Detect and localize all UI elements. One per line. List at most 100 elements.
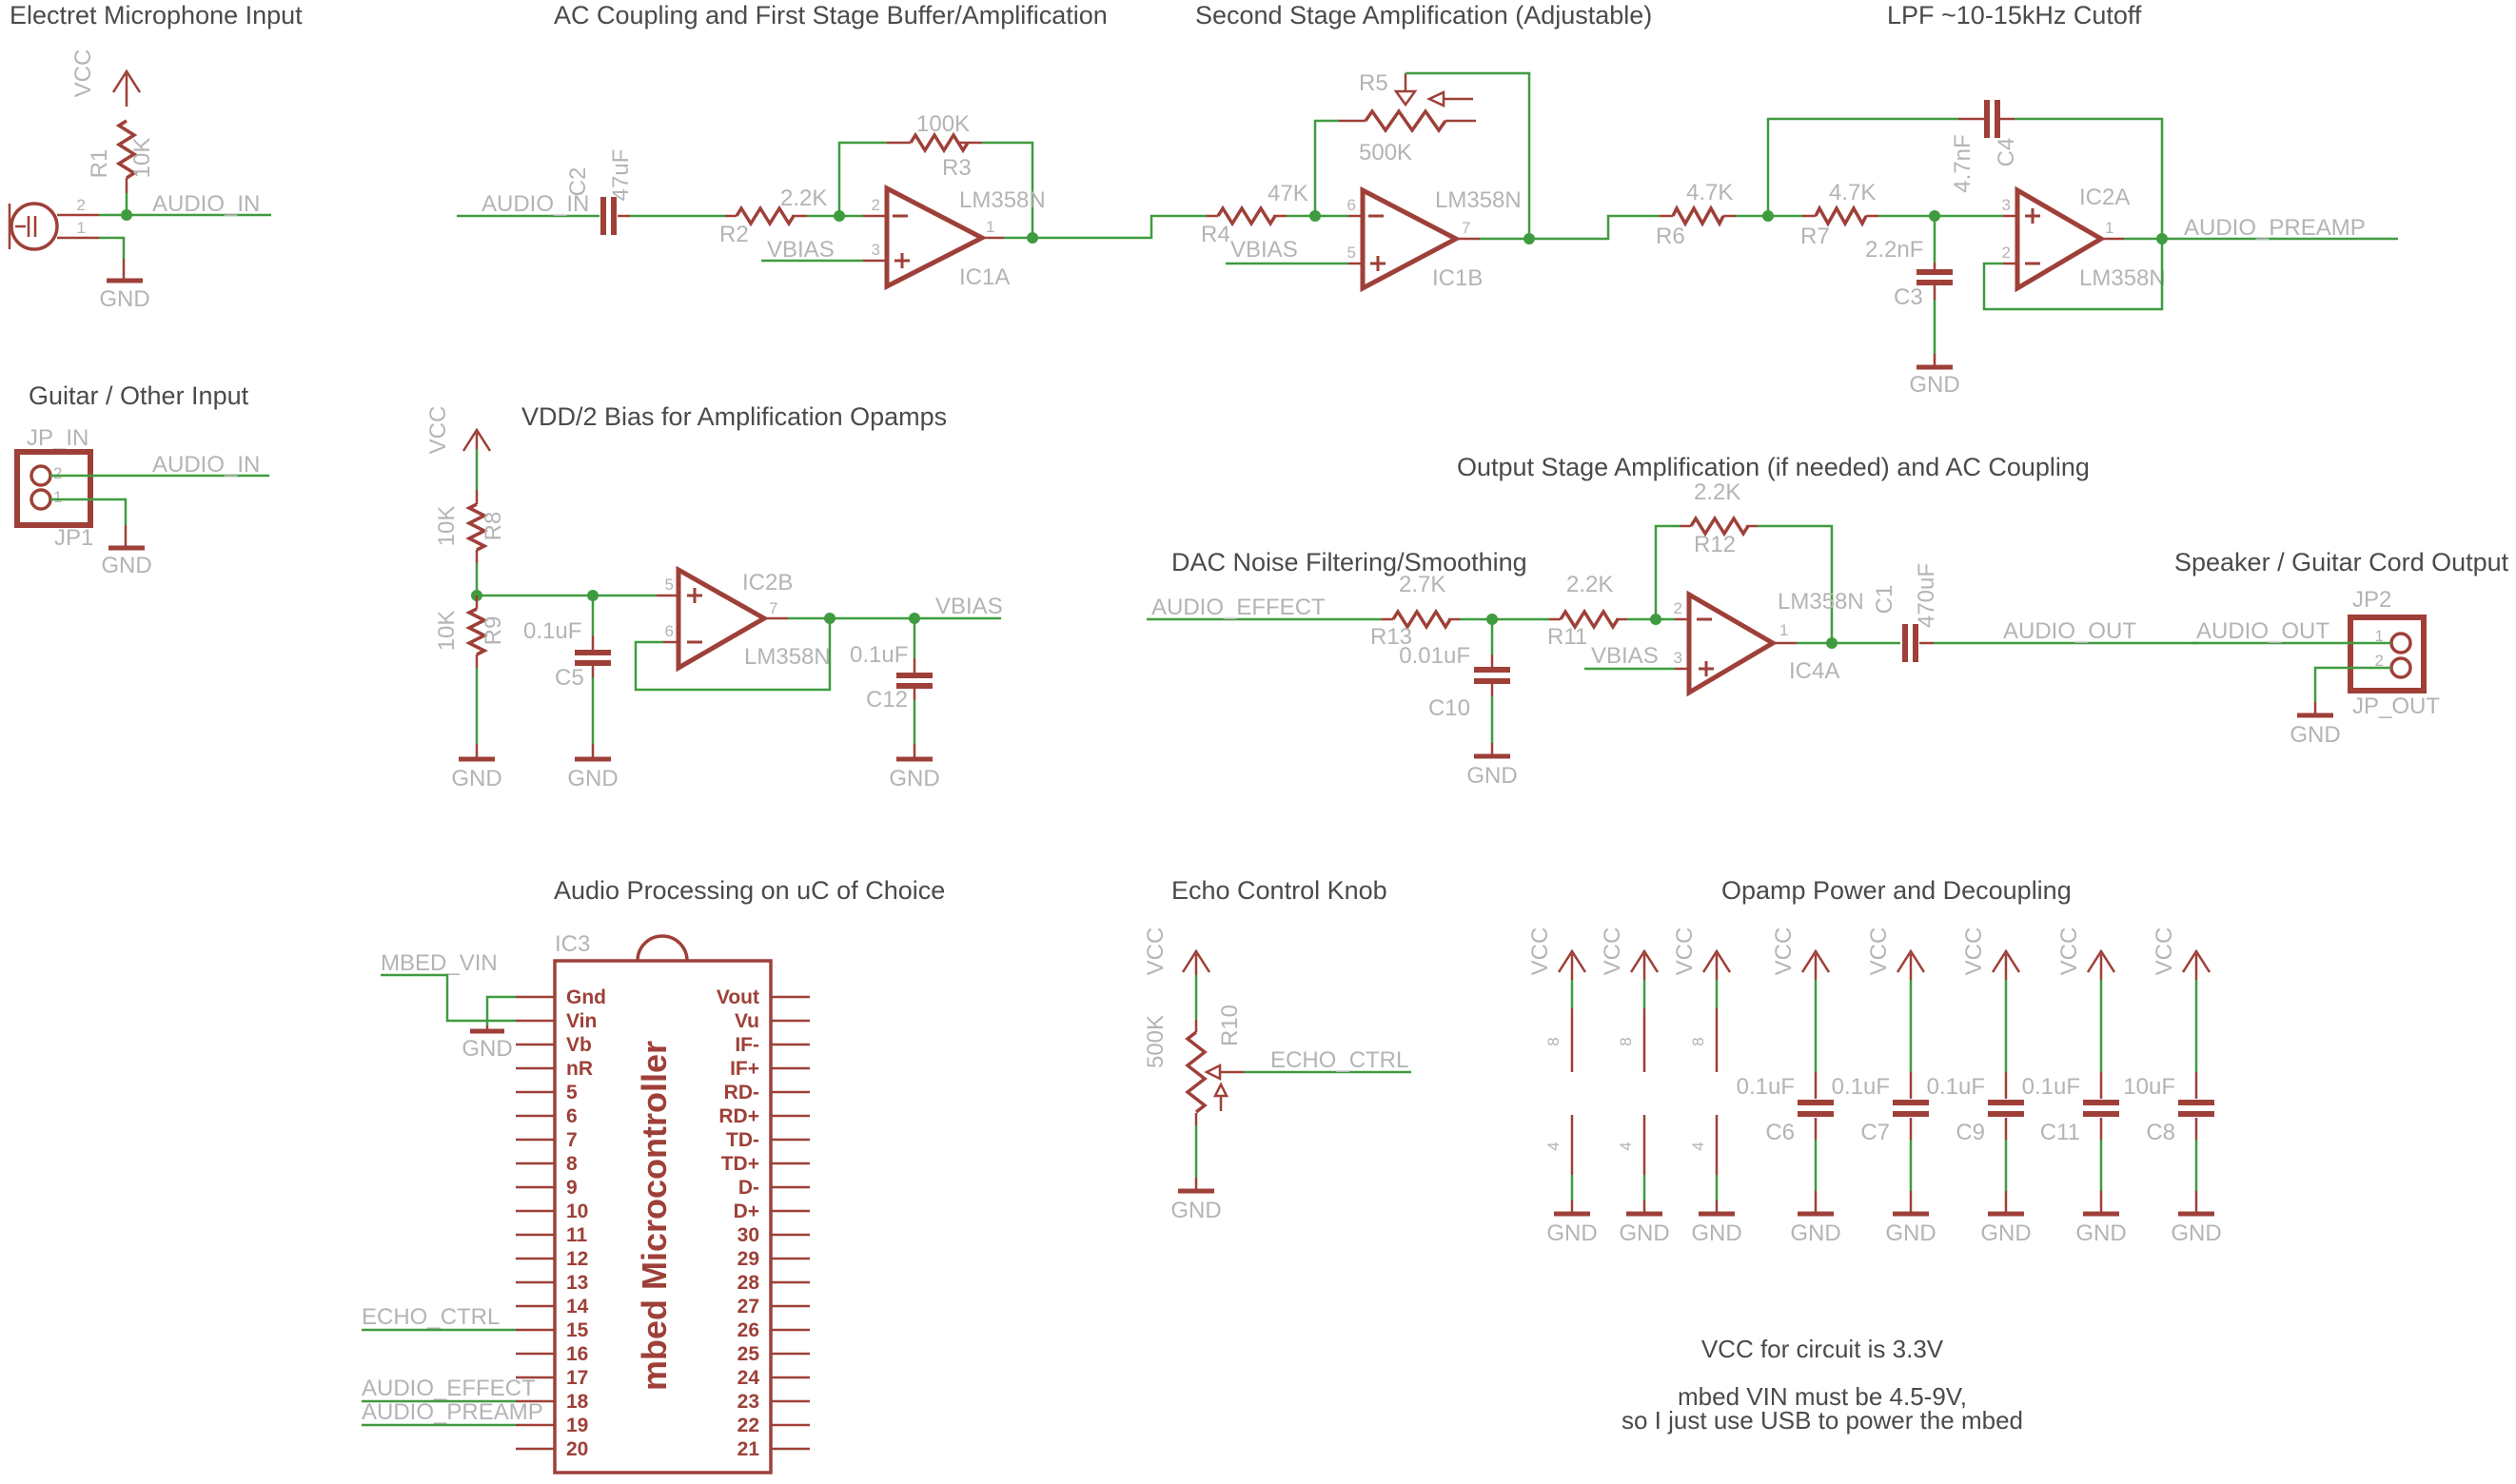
vcc-symbol-icon bbox=[2181, 948, 2211, 980]
r1-name: R1 bbox=[87, 149, 112, 179]
jp1-connector-icon bbox=[14, 449, 93, 528]
section-second-stage: Second Stage Amplification (Adjustable) … bbox=[1195, 1, 1660, 293]
r11-name: R11 bbox=[1547, 624, 1587, 650]
mcu-left-pin-labels: Gnd Vin Vb nR 5 6 7 8 9 10 11 12 13 14 1… bbox=[566, 986, 606, 1460]
vcc-net-label: VCC bbox=[1143, 928, 1169, 976]
gnd-label: GND bbox=[451, 766, 501, 791]
mcu-pin-label: 8 bbox=[566, 1153, 578, 1175]
r5-value: 500K bbox=[1359, 140, 1412, 166]
mcu-notch-icon bbox=[636, 934, 689, 962]
gnd-label: GND bbox=[2075, 1220, 2126, 1246]
mcu-pin-label: 12 bbox=[566, 1248, 588, 1270]
ic4a-pin-inv: 2 bbox=[1674, 599, 1682, 617]
mcu-pin-stubs bbox=[516, 995, 810, 1451]
gnd-label: GND bbox=[1466, 763, 1517, 789]
ic1a-part: LM358N bbox=[959, 187, 1046, 213]
gnd-label: GND bbox=[889, 766, 939, 791]
vcc-symbol-icon bbox=[1701, 948, 1732, 980]
r9-name: R9 bbox=[481, 616, 506, 646]
c3-value: 2.2nF bbox=[1865, 237, 1923, 263]
jp2-label: JP2 bbox=[2352, 587, 2391, 613]
vcc-net-label: VCC bbox=[1672, 928, 1698, 976]
echo-ctrl-net-label: ECHO_CTRL bbox=[362, 1304, 500, 1330]
c4-name: C4 bbox=[1994, 138, 2019, 167]
ic4a-part: LM358N bbox=[1778, 589, 1864, 615]
c12-value: 0.1uF bbox=[850, 642, 908, 668]
decoupling-cap-c7: VCC 0.1uF C7 GND bbox=[1832, 928, 1936, 1246]
supply-pin8-num: 8 bbox=[1544, 1037, 1563, 1045]
power-pin-unit-1: VCC 8 4 GND bbox=[1527, 928, 1598, 1246]
vcc-net-label: VCC bbox=[70, 49, 96, 98]
mcu-pin-label: D+ bbox=[734, 1201, 759, 1222]
ic3-desig: IC3 bbox=[555, 931, 590, 957]
mcu-pin-label: Vu bbox=[735, 1010, 759, 1032]
vbias-net-label: VBIAS bbox=[935, 594, 1003, 619]
capacitor-c12-icon bbox=[896, 673, 933, 689]
gnd-label: GND bbox=[567, 766, 618, 791]
c10-value: 0.01uF bbox=[1399, 643, 1470, 669]
ic2b-pin-out: 7 bbox=[769, 599, 777, 617]
gnd-label: GND bbox=[101, 553, 151, 578]
mcu-pin-label: 21 bbox=[737, 1438, 760, 1460]
r7-name: R7 bbox=[1800, 224, 1830, 249]
section-title: Output Stage Amplification (if needed) a… bbox=[1457, 453, 2090, 481]
opamp-ic1b-icon bbox=[1360, 186, 1462, 293]
potentiometer-r5 bbox=[1364, 107, 1447, 134]
note-vin-2: so I just use USB to power the mbed bbox=[1622, 1406, 2023, 1435]
section-speaker-output: Speaker / Guitar Cord Output JP2 1 2 AUD… bbox=[2174, 548, 2509, 748]
section-title: Echo Control Knob bbox=[1171, 876, 1387, 905]
r3-value: 100K bbox=[916, 111, 970, 137]
capacitor-c1-icon bbox=[1902, 624, 1918, 662]
section-output-stage: Output Stage Amplification (if needed) a… bbox=[1147, 453, 2198, 789]
r5-name: R5 bbox=[1359, 70, 1388, 96]
r13-name: R13 bbox=[1370, 624, 1412, 650]
jp1-name: JP1 bbox=[54, 525, 93, 551]
capacitor-icon bbox=[1893, 1100, 1929, 1117]
r8-name: R8 bbox=[481, 512, 506, 541]
mcu-pin-label: nR bbox=[566, 1058, 593, 1080]
resistor-r2 bbox=[735, 205, 796, 227]
section-mcu: Audio Processing on uC of Choice IC3 mbe… bbox=[362, 876, 945, 1474]
gnd-label: GND bbox=[1546, 1220, 1597, 1246]
r10-value: 500K bbox=[1143, 1015, 1169, 1068]
r2-value: 2.2K bbox=[780, 186, 827, 211]
mcu-pin-label: 18 bbox=[566, 1391, 589, 1413]
section-title: Second Stage Amplification (Adjustable) bbox=[1195, 1, 1652, 29]
mcu-pin-label: RD- bbox=[724, 1082, 759, 1103]
cap-name: C7 bbox=[1860, 1120, 1890, 1145]
mcu-pin-label: 30 bbox=[737, 1224, 759, 1246]
gnd-label: GND bbox=[2171, 1220, 2221, 1246]
ic2b-desig: IC2B bbox=[742, 570, 793, 596]
r8-value: 10K bbox=[434, 506, 460, 547]
ic2a-pin-out: 1 bbox=[2105, 219, 2113, 237]
mcu-pin-label: 19 bbox=[566, 1415, 588, 1436]
c5-name: C5 bbox=[555, 665, 584, 691]
section-title: Audio Processing on uC of Choice bbox=[554, 876, 945, 905]
gnd-label: GND bbox=[1170, 1198, 1221, 1223]
cap-name: C11 bbox=[2040, 1120, 2080, 1145]
vbias-net-label: VBIAS bbox=[1591, 643, 1659, 669]
section-title: AC Coupling and First Stage Buffer/Ampli… bbox=[554, 1, 1108, 29]
ic1b-pin-out: 7 bbox=[1462, 219, 1470, 237]
vcc-net-label: VCC bbox=[1961, 928, 1987, 976]
c1-value: 470uF bbox=[1914, 563, 1939, 628]
mic-pin2: 2 bbox=[77, 196, 86, 214]
plus-icon bbox=[894, 253, 910, 268]
capacitor-icon bbox=[1798, 1100, 1834, 1117]
resistor-r11 bbox=[1559, 608, 1620, 631]
jp2-pin1-circle bbox=[2389, 632, 2412, 654]
ic2b-pin-inv: 6 bbox=[665, 622, 674, 640]
gnd-label: GND bbox=[1691, 1220, 1741, 1246]
mcu-pin-label: 9 bbox=[566, 1177, 578, 1199]
junction-dot bbox=[824, 613, 835, 624]
vcc-symbol-icon bbox=[111, 68, 142, 107]
junction-dot bbox=[1027, 232, 1038, 244]
mcu-pin-label: 27 bbox=[737, 1296, 759, 1318]
c4-value: 4.7nF bbox=[1950, 134, 1975, 192]
vbias-net-label: VBIAS bbox=[767, 237, 835, 263]
vcc-symbol-icon bbox=[1896, 948, 1926, 980]
r2-name: R2 bbox=[719, 222, 749, 247]
wiper-arrow-icon bbox=[1204, 1063, 1222, 1082]
capacitor-icon bbox=[1988, 1100, 2024, 1117]
vcc-net-label: VCC bbox=[2152, 928, 2177, 976]
